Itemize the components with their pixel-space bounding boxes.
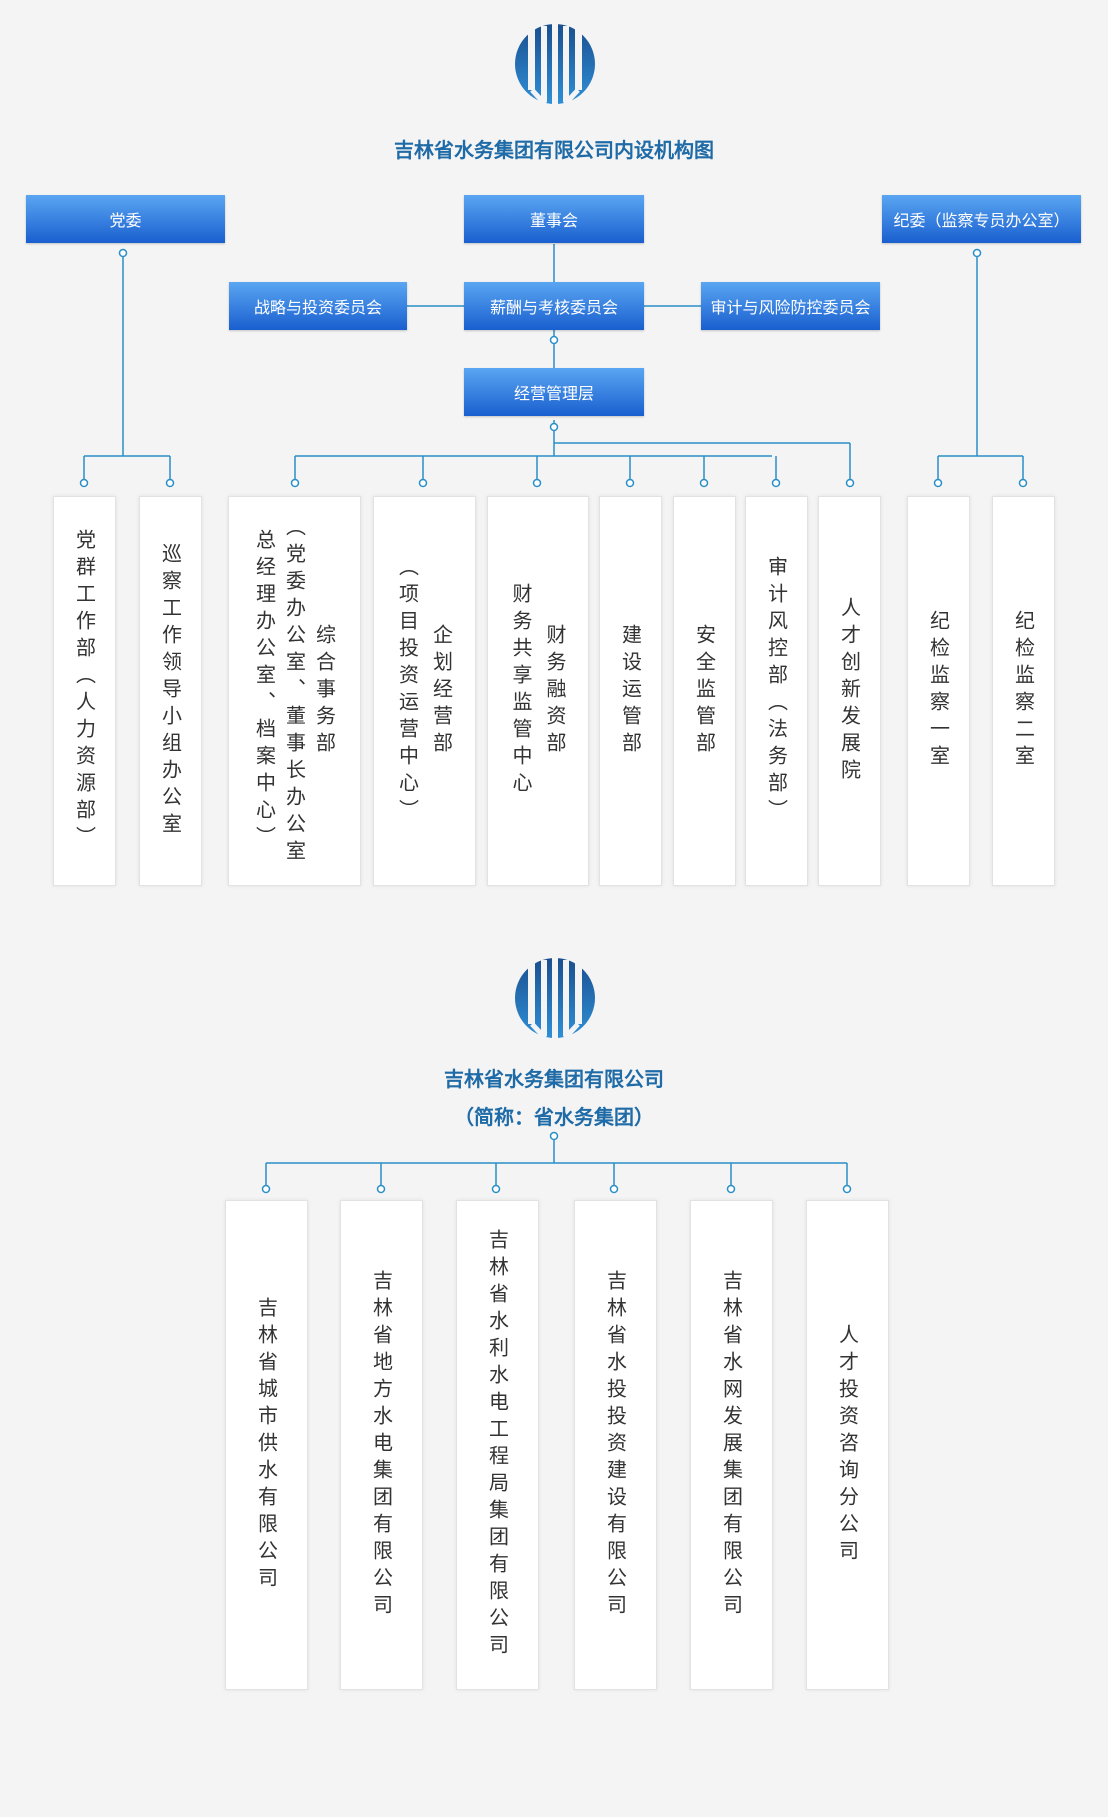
subsidiary-card-urban-water: 吉林省城市供水有限公司	[225, 1200, 308, 1690]
dept-note: 财务共享监管中心	[509, 583, 533, 799]
subsidiary-card-water-network: 吉林省水网发展集团有限公司	[690, 1200, 773, 1690]
subsidiary-name: 吉林省地方水电集团有限公司	[369, 1269, 394, 1621]
management-box: 经营管理层	[464, 368, 644, 416]
dept-name: 企划经营部	[429, 623, 454, 759]
chart2-title: 吉林省水务集团有限公司	[444, 1067, 664, 1091]
dept-name: 纪检监察二室	[1011, 610, 1036, 772]
chart2-subtitle: （简称：省水务集团）	[454, 1105, 654, 1129]
dept-card-talent-institute: 人才创新发展院	[818, 496, 881, 886]
dept-note-line2: 总经理办公室、档案中心）	[252, 529, 277, 853]
dept-name: 党群工作部（人力资源部）	[72, 529, 97, 853]
dept-card-inspection-office-2: 纪检监察二室	[992, 496, 1055, 886]
subsidiary-name: 吉林省水投投资建设有限公司	[603, 1269, 628, 1621]
subsidiary-name: 吉林省城市供水有限公司	[254, 1296, 279, 1594]
dept-name: 综合事务部	[312, 623, 337, 759]
company-logo-icon	[515, 958, 595, 1046]
subsidiary-name: 人才投资咨询分公司	[835, 1323, 860, 1567]
dept-name: 纪检监察一室	[926, 610, 951, 772]
subsidiary-name: 吉林省水网发展集团有限公司	[719, 1269, 744, 1621]
dept-card-planning: 企划经营部 （项目投资运营中心）	[373, 496, 476, 886]
dept-name: 建设运管部	[618, 623, 643, 759]
audit-committee-box: 审计与风险防控委员会	[701, 282, 880, 330]
dept-card-safety: 安全监管部	[673, 496, 736, 886]
dept-name: 审计风控部（法务部）	[764, 556, 789, 826]
chart2-connectors	[261, 1131, 852, 1194]
dept-card-construction: 建设运管部	[599, 496, 662, 886]
chart1-connectors	[79, 244, 1028, 488]
subsidiary-card-talent-consulting: 人才投资咨询分公司	[806, 1200, 889, 1690]
dept-card-inspection-office-1: 纪检监察一室	[907, 496, 970, 886]
discipline-committee-box: 纪委（监察专员办公室）	[882, 195, 1081, 243]
dept-name: 财务融资部	[543, 623, 567, 759]
dept-name: 人才创新发展院	[837, 596, 862, 786]
dept-card-party-hr: 党群工作部（人力资源部）	[53, 496, 116, 886]
dept-card-audit-risk: 审计风控部（法务部）	[745, 496, 808, 886]
party-committee-box: 党委	[26, 195, 225, 243]
dept-note-line1: （党委办公室、董事长办公室	[282, 515, 307, 867]
salary-committee-box: 薪酬与考核委员会	[464, 282, 644, 330]
subsidiary-card-local-hydropower: 吉林省地方水电集团有限公司	[340, 1200, 423, 1690]
subsidiary-name: 吉林省水利水电工程局集团有限公司	[485, 1229, 510, 1661]
board-box: 董事会	[464, 195, 644, 243]
subsidiary-card-hydro-engineering: 吉林省水利水电工程局集团有限公司	[456, 1200, 539, 1690]
dept-card-finance: 财务融资部 财务共享监管中心	[487, 496, 589, 886]
chart1-title: 吉林省水务集团有限公司内设机构图	[394, 138, 714, 162]
company-logo-icon	[515, 24, 595, 112]
dept-name: 巡察工作领导小组办公室	[158, 542, 183, 840]
subsidiary-card-water-investment: 吉林省水投投资建设有限公司	[574, 1200, 657, 1690]
strategy-committee-box: 战略与投资委员会	[229, 282, 407, 330]
dept-card-inspection: 巡察工作领导小组办公室	[139, 496, 202, 886]
dept-card-general-affairs: 综合事务部 （党委办公室、董事长办公室 总经理办公室、档案中心）	[228, 496, 361, 886]
dept-name: 安全监管部	[692, 623, 717, 759]
dept-note: （项目投资运营中心）	[395, 556, 420, 826]
